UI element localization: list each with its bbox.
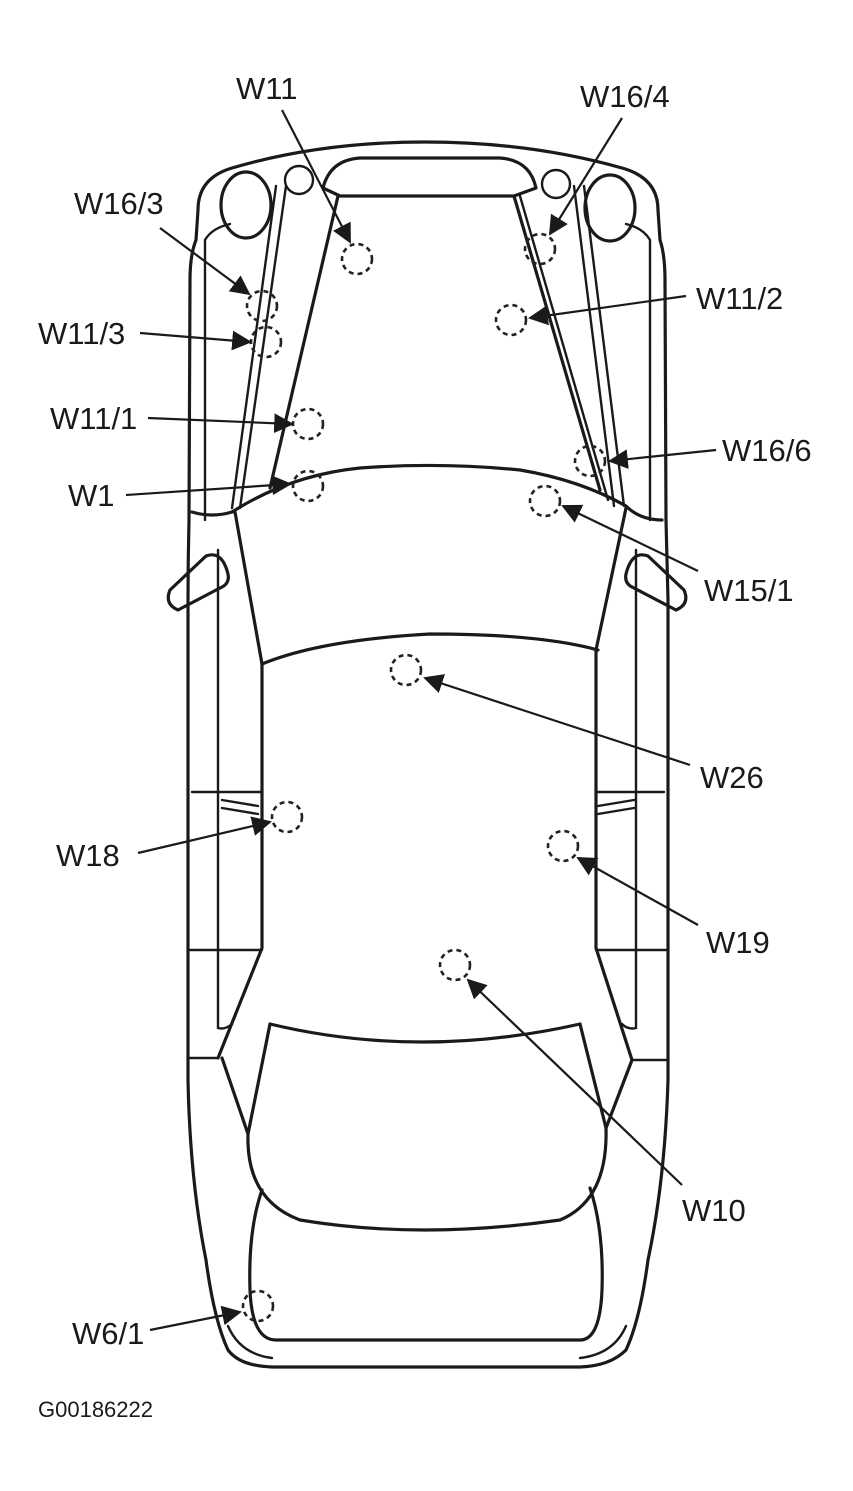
- right-b-pillar: [594, 790, 666, 816]
- leader-w1: [125, 475, 292, 497]
- left-strut-rail: [230, 184, 288, 510]
- right-foglight: [540, 168, 572, 200]
- label-w11-1: W11/1: [50, 401, 137, 436]
- left-side-mirror: [166, 553, 230, 612]
- leader-w19: [576, 857, 699, 926]
- leader-w16-6: [608, 448, 717, 470]
- right-side-mirror: [624, 553, 688, 612]
- ground-point-w19: [546, 829, 580, 863]
- right-inner-fender: [518, 194, 610, 502]
- left-b-pillar: [190, 790, 264, 816]
- leader-w11-1: [147, 413, 294, 434]
- ground-point-w10: [438, 948, 472, 982]
- label-w11-3: W11/3: [38, 316, 125, 351]
- label-w16-6: W16/6: [722, 433, 812, 468]
- label-w11: W11: [236, 71, 297, 106]
- right-a-pillar: [594, 506, 628, 652]
- label-w11-2: W11/2: [696, 281, 783, 316]
- ground-point-w1: [291, 469, 325, 503]
- label-w10: W10: [682, 1193, 746, 1228]
- label-w15-1: W15/1: [704, 573, 794, 608]
- rear-quarter-left: [220, 1056, 250, 1136]
- leader-w18: [137, 816, 272, 855]
- leader-w6-1: [149, 1305, 242, 1332]
- label-w26: W26: [700, 760, 764, 795]
- trunk-lid: [248, 1186, 604, 1342]
- cowl-left-end: [190, 510, 234, 517]
- leader-arrows: [125, 109, 717, 1332]
- leader-w11-3: [139, 330, 252, 351]
- ground-point-w11-1: [291, 407, 325, 441]
- ground-point-w16-6: [573, 444, 607, 478]
- leader-w10: [466, 978, 683, 1186]
- leader-w11-2: [528, 294, 687, 326]
- cowl-line: [230, 463, 664, 522]
- label-w16-4: W16/4: [580, 79, 670, 114]
- label-w18: W18: [56, 838, 120, 873]
- label-w16-3: W16/3: [74, 186, 164, 221]
- vehicle-outline: [166, 140, 688, 1369]
- right-rocker-lines: [594, 948, 668, 1062]
- figure-code: G00186222: [38, 1397, 153, 1422]
- left-headlight: [219, 170, 273, 240]
- leader-w15-1: [561, 504, 699, 572]
- label-w1: W1: [68, 478, 115, 513]
- left-rocker-lines: [188, 948, 264, 1060]
- leader-w16-4: [548, 117, 623, 236]
- ground-point-w16-3: [245, 289, 279, 323]
- rear-roof-edge: [268, 1022, 582, 1044]
- ground-locations: [241, 232, 607, 1323]
- ground-point-w11-2: [494, 303, 528, 337]
- right-inner-body-line: [624, 222, 652, 522]
- cabin-right-side: [594, 648, 634, 1062]
- leader-w11: [281, 109, 351, 244]
- label-w19: W19: [706, 925, 770, 960]
- label-w6-1: W6/1: [72, 1316, 144, 1351]
- ground-point-w18: [270, 800, 304, 834]
- right-headlight: [583, 173, 637, 243]
- front-grille: [321, 156, 538, 198]
- ground-point-w11: [340, 242, 374, 276]
- cabin-left-side: [216, 662, 264, 1060]
- engine-bay-left-edge: [268, 194, 340, 490]
- left-inner-body-line: [203, 222, 232, 522]
- rear-window: [246, 1126, 608, 1232]
- vehicle-body-outline: [186, 140, 670, 1369]
- ground-point-w16-4: [523, 232, 557, 266]
- callout-labels: W11 W16/4 W16/3 W11/2 W11/3 W11/1 W16/6 …: [38, 71, 812, 1351]
- roof-front-edge: [260, 632, 600, 666]
- rear-quarter-right: [604, 1058, 634, 1130]
- right-strut-rail: [572, 184, 626, 508]
- ground-point-w6-1: [241, 1289, 275, 1323]
- leader-w26: [423, 674, 691, 767]
- right-door-line: [620, 548, 638, 1030]
- leader-w16-3: [159, 227, 251, 296]
- left-a-pillar: [233, 510, 264, 666]
- left-door-line: [216, 548, 234, 1030]
- rear-bumper-right: [578, 1324, 628, 1360]
- left-foglight: [283, 164, 315, 196]
- rear-bumper-left: [226, 1324, 274, 1360]
- ground-point-w26: [389, 653, 423, 687]
- c-pillars: [246, 1022, 608, 1136]
- ground-point-w15-1: [528, 484, 562, 518]
- engine-bay-right-edge: [512, 194, 602, 492]
